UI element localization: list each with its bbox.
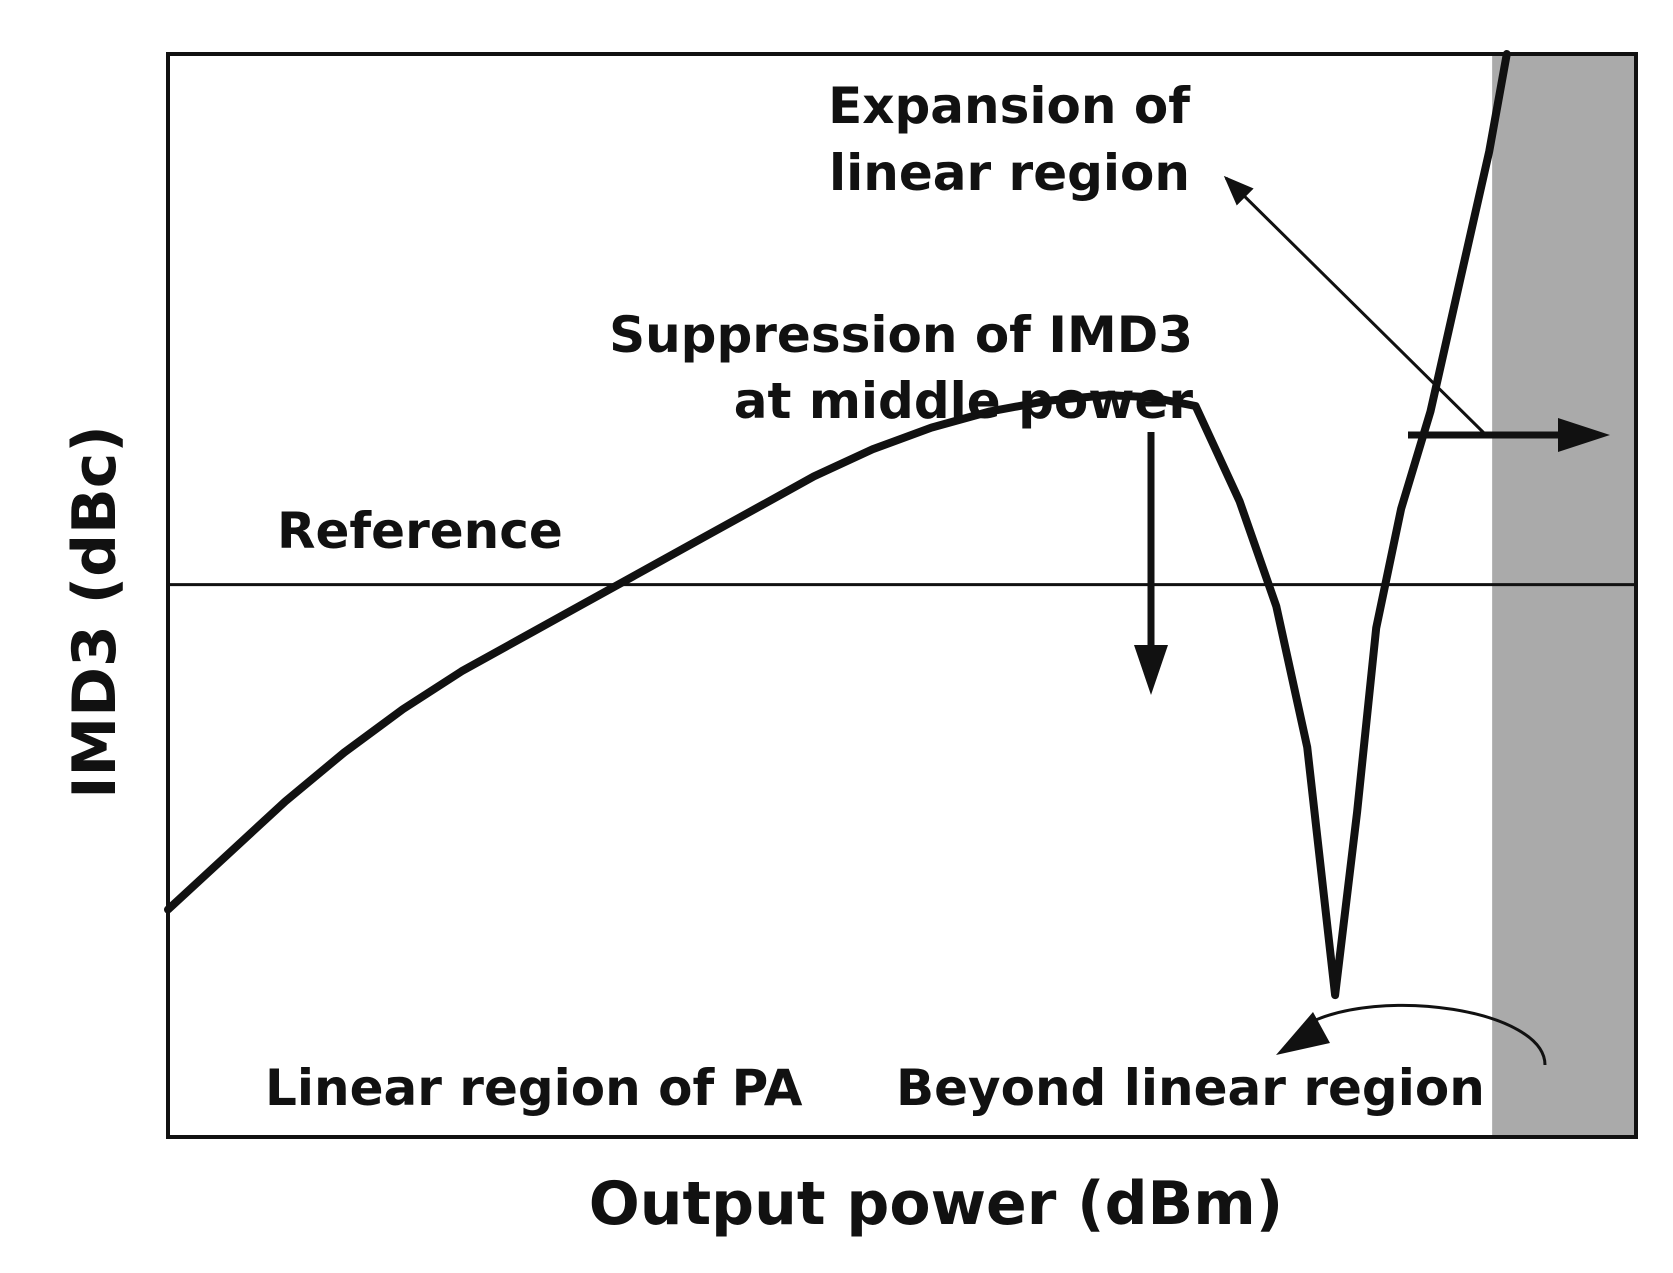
reference-label: Reference xyxy=(277,502,563,560)
plot-frame xyxy=(166,52,1638,1139)
expansion-right-arrow xyxy=(1408,418,1610,452)
plot-area xyxy=(168,54,1636,1137)
expansion-label-line2: linear region xyxy=(829,144,1190,202)
y-axis-label: IMD3 (dBc) xyxy=(60,425,130,799)
expansion-diagonal-arrow xyxy=(1223,175,1488,437)
x-axis-label: Output power (dBm) xyxy=(589,1169,1283,1239)
linear-region-label: Linear region of PA xyxy=(265,1059,803,1117)
imd3-curve xyxy=(164,50,1511,1000)
suppression-label-line1: Suppression of IMD3 xyxy=(609,306,1193,364)
suppression-down-arrow xyxy=(1134,432,1168,695)
beyond-region-label: Beyond linear region xyxy=(896,1059,1485,1117)
expansion-label-line1: Expansion of xyxy=(828,77,1191,135)
beyond-linear-shaded-region xyxy=(1492,54,1636,1137)
beyond-region-curved-arrow xyxy=(1276,1003,1547,1066)
suppression-label-line2: at middle power xyxy=(734,372,1194,430)
